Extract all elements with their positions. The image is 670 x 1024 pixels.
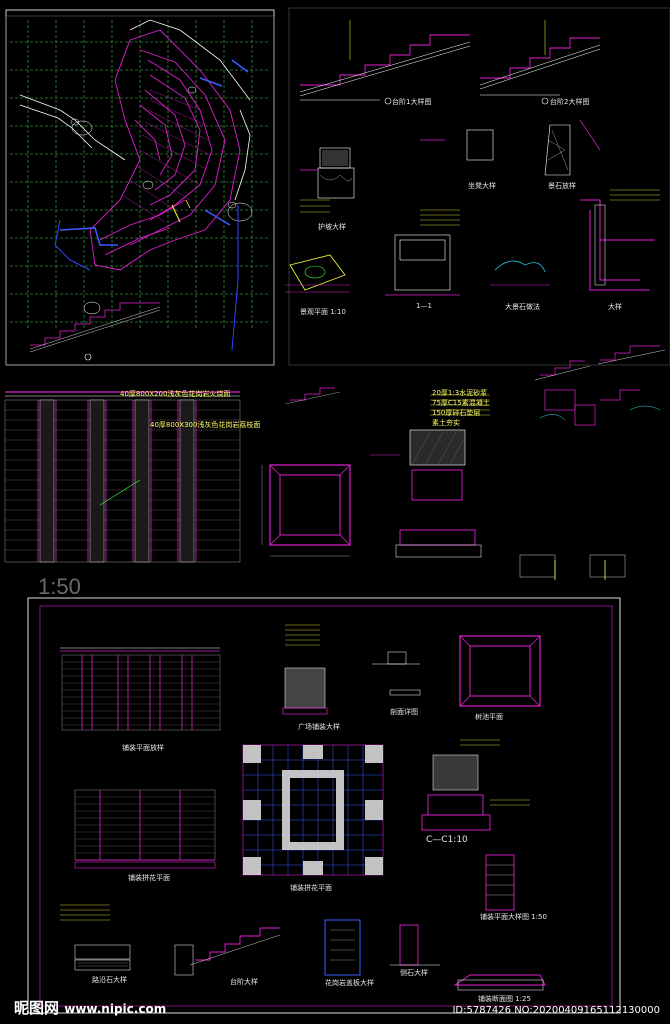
detail-label-14: 花岗岩盖板大样 [325,979,374,987]
pit-section-mid [370,394,490,558]
tree-pit-plan-mid [261,464,351,557]
detail-label-11b: 铺装拼花平面 [290,884,332,892]
site-plan-panel [5,9,275,366]
image-id-text: ID:5787426 NO:20200409165112130000 [452,1005,660,1016]
small-stair-mid [284,387,341,405]
section-c-label: C—C1:10 [426,835,468,845]
paving-elevation-mid [4,391,241,563]
detail-label-5: 景石放样 [548,182,576,190]
right-detail-cluster [519,345,666,580]
scale-label: 1:50 [38,574,81,599]
detail-label-11: 铺装拼花平面 [128,874,170,882]
detail-label-1: 台阶1大样图 [392,98,432,106]
detail-sheet-top-right [285,7,670,366]
spec-layer-1: 20厚1:3水泥砂浆 [432,389,488,397]
detail-label-20: 剖面详图 [390,708,418,716]
detail-label-7: 大样 [608,303,622,311]
spec-layer-4: 素土夯实 [432,419,460,427]
detail-label-10: 广场铺装大样 [298,723,340,731]
detail-label-9: 铺装平面放样 [122,744,164,752]
detail-label-6: 大景石做法 [505,303,540,311]
detail-label-15: 侧石大样 [400,969,428,977]
detail-label-12: 路沿石大样 [92,976,127,984]
spec-second-note: 40厚800X300浅灰色花岗岩荔枝面 [150,421,261,429]
detail-label-3: 护坡大样 [318,223,346,231]
logo-site: www.nipic.com [64,1002,167,1016]
spec-top-note: 40厚800X200浅灰色花岗岩火烧面 [120,390,231,398]
site-logo: 昵图网 www.nipic.com [14,997,166,1018]
detail-label-18: 1—1 [416,302,432,310]
spec-layer-2: 75厚C15素混凝土 [432,399,490,407]
detail-label-4: 坐凳大样 [468,182,496,190]
logo-main: 昵图网 [14,999,60,1017]
bottom-sheet [27,597,621,1014]
detail-label-17: 铺装断面图 1:25 [478,995,531,1003]
detail-label-2: 台阶2大样图 [550,98,590,106]
detail-label-8: 树池平面 [475,713,503,721]
spec-layer-3: 150厚碎石垫层 [432,409,481,417]
detail-label-19: 景观平面 1:10 [300,308,346,316]
detail-label-16: 铺装平面大样图 1:50 [480,913,547,921]
detail-label-13: 台阶大样 [230,978,258,986]
